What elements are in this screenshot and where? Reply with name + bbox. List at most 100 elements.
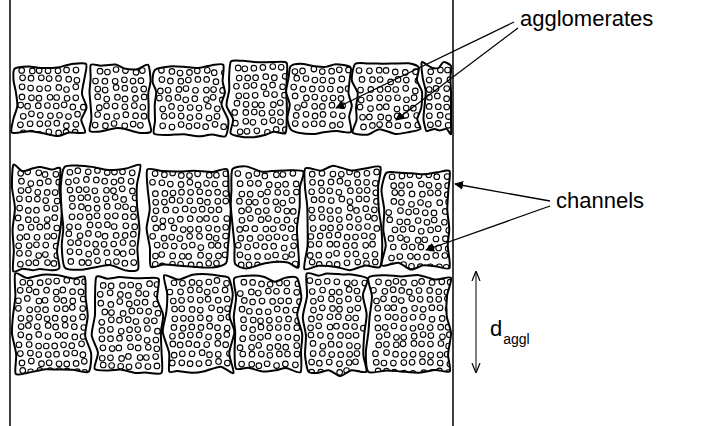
catalyst-particle: [337, 289, 343, 295]
catalyst-particle: [188, 332, 194, 338]
catalyst-particle: [377, 77, 383, 83]
catalyst-particle: [367, 95, 373, 101]
catalyst-particle: [237, 345, 243, 351]
catalyst-particle: [309, 171, 315, 177]
catalyst-particle: [187, 115, 193, 121]
catalyst-particle: [120, 311, 126, 317]
catalyst-particle: [334, 279, 340, 285]
catalyst-particle: [324, 278, 330, 284]
catalyst-particle: [354, 351, 360, 357]
catalyst-particle: [52, 190, 58, 196]
catalyst-particle: [217, 307, 223, 313]
catalyst-particle: [267, 352, 273, 358]
catalyst-particle: [212, 181, 218, 187]
catalyst-particle: [283, 361, 289, 367]
catalyst-particle: [104, 96, 110, 102]
catalyst-particle: [309, 189, 315, 195]
catalyst-particle: [180, 227, 186, 233]
catalyst-particle: [71, 324, 77, 330]
catalyst-particle: [113, 233, 119, 239]
catalyst-particle: [418, 200, 424, 206]
catalyst-particle: [252, 102, 258, 108]
catalyst-particle: [95, 112, 101, 118]
agglomerate-outline: [11, 63, 86, 136]
catalyst-particle: [216, 359, 222, 365]
catalyst-particle: [364, 170, 370, 176]
catalyst-particle: [294, 343, 300, 349]
catalyst-particle: [284, 190, 290, 196]
catalyst-particle: [246, 173, 252, 179]
catalyst-particle: [20, 114, 26, 120]
catalyst-particle: [319, 69, 325, 75]
catalyst-particle: [337, 298, 343, 304]
catalyst-particle: [251, 65, 257, 71]
catalyst-particle: [53, 324, 59, 330]
catalyst-particle: [208, 207, 214, 213]
catalyst-particle: [112, 194, 118, 200]
catalyst-particle: [54, 198, 60, 204]
catalyst-particle: [120, 240, 126, 246]
catalyst-particle: [122, 77, 128, 83]
catalyst-particle: [320, 77, 326, 83]
catalyst-particle: [206, 334, 212, 340]
catalyst-particle: [444, 96, 450, 102]
catalyst-particle: [45, 260, 51, 266]
catalyst-particle: [431, 210, 437, 216]
catalyst-particle: [431, 217, 437, 223]
catalyst-particle: [295, 105, 301, 111]
catalyst-particle: [126, 293, 132, 299]
catalyst-particle: [239, 361, 245, 367]
catalyst-particle: [179, 189, 185, 195]
catalyst-particle: [354, 208, 360, 214]
catalyst-particle: [224, 216, 230, 222]
catalyst-particle: [16, 306, 22, 312]
catalyst-particle: [320, 104, 326, 110]
particle-group: [371, 279, 453, 377]
catalyst-particle: [266, 235, 272, 241]
catalyst-particle: [262, 244, 268, 250]
catalyst-particle: [444, 104, 450, 110]
catalyst-particle: [270, 118, 276, 124]
catalyst-particle: [437, 352, 443, 358]
catalyst-particle: [129, 308, 135, 314]
catalyst-particle: [288, 226, 294, 232]
agglomerate-outline: [286, 64, 352, 134]
catalyst-particle: [424, 220, 430, 226]
catalyst-particle: [127, 327, 133, 333]
catalyst-particle: [415, 218, 421, 224]
catalyst-particle: [267, 281, 273, 287]
catalyst-particle: [416, 288, 422, 294]
catalyst-particle: [197, 198, 203, 204]
catalyst-particle: [400, 226, 406, 232]
catalyst-particle: [345, 251, 351, 257]
catalyst-particle: [37, 113, 43, 119]
catalyst-particle: [258, 324, 264, 330]
catalyst-particle: [266, 216, 272, 222]
catalyst-particle: [243, 110, 249, 116]
catalyst-particle: [120, 283, 126, 289]
catalyst-particle: [55, 68, 61, 74]
dimension-arrow: [476, 272, 477, 372]
catalyst-particle: [196, 114, 202, 120]
catalyst-particle: [204, 77, 210, 83]
catalyst-particle: [189, 242, 195, 248]
catalyst-particle: [247, 181, 253, 187]
catalyst-particle: [75, 111, 81, 117]
catalyst-particle: [66, 76, 72, 82]
catalyst-particle: [353, 315, 359, 321]
catalyst-particle: [355, 259, 361, 265]
catalyst-particle: [244, 129, 250, 135]
catalyst-particle: [309, 207, 315, 213]
catalyst-particle: [309, 316, 315, 322]
catalyst-particle: [274, 234, 280, 240]
catalyst-particle: [247, 236, 253, 242]
catalyst-particle: [377, 122, 383, 128]
catalyst-particle: [80, 314, 86, 320]
catalyst-particle: [64, 361, 70, 367]
catalyst-particle: [334, 241, 340, 247]
catalyst-particle: [223, 342, 229, 348]
catalyst-particle: [384, 341, 390, 347]
catalyst-particle: [216, 207, 222, 213]
catalyst-particle: [130, 241, 136, 247]
agglomerate-outline: [231, 166, 304, 268]
